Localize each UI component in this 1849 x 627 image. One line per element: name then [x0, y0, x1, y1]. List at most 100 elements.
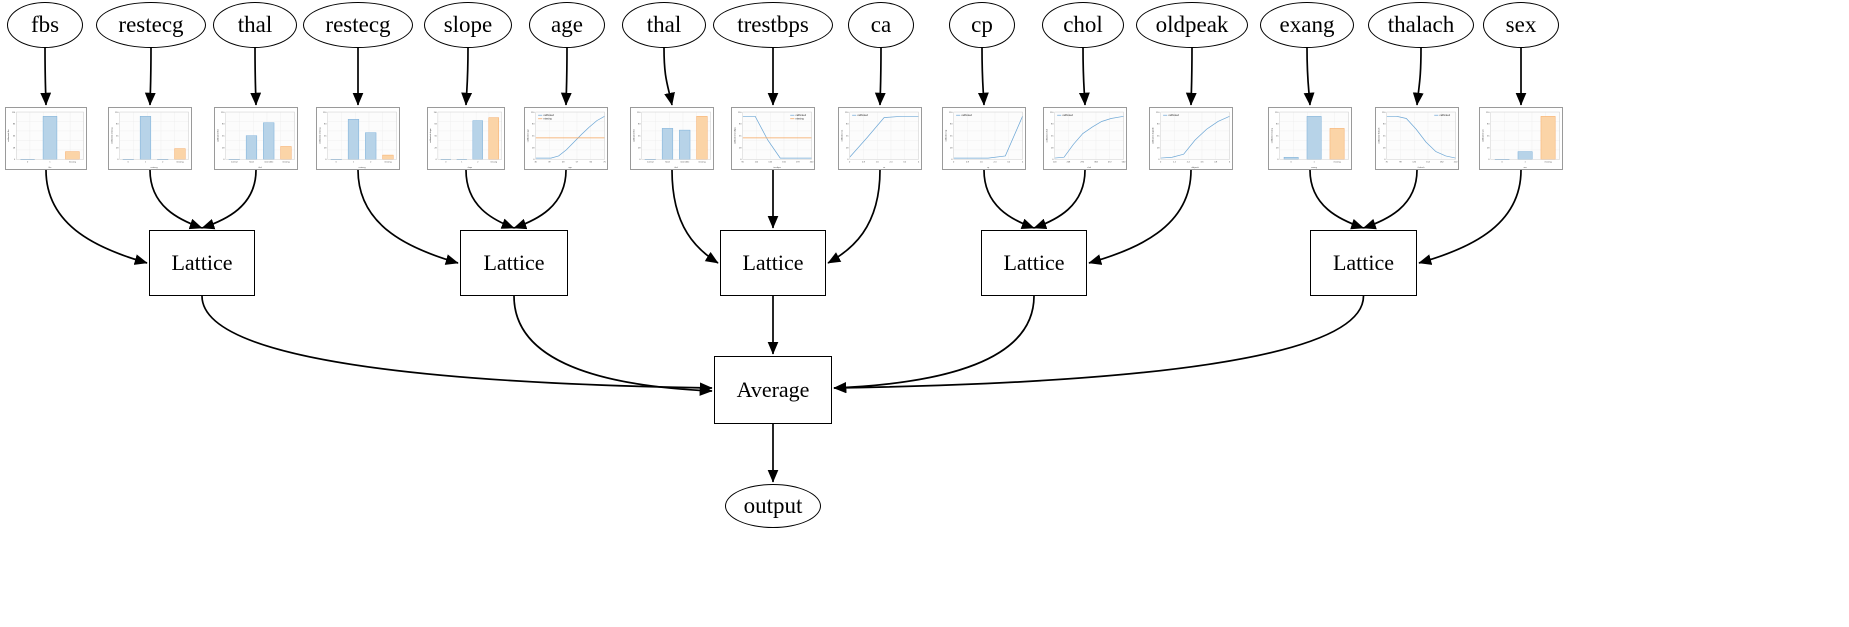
input-feature-node-chol-10[interactable]: chol	[1042, 2, 1124, 48]
node-label: thal	[237, 12, 273, 37]
y-axis-label: calibrated thal	[216, 129, 219, 142]
y-tick-label: 83	[638, 124, 641, 126]
x-tick-label: 39	[548, 162, 551, 164]
input-feature-node-fbs-0[interactable]: fbs	[7, 2, 83, 48]
legend-label-calibrated: calibrated	[857, 114, 868, 117]
y-tick-label: 0	[847, 159, 849, 161]
bar-2	[472, 120, 483, 160]
input-feature-node-thalach-13[interactable]: thalach	[1368, 2, 1474, 48]
y-axis-label: calibrated thal	[632, 129, 635, 142]
x-axis-label: chol	[1087, 167, 1091, 169]
bar-fixed	[245, 135, 258, 160]
bar-1	[42, 116, 58, 160]
x-tick-label: 0	[336, 162, 338, 164]
x-tick-label: 134	[768, 162, 772, 164]
y-tick-label: 83	[739, 124, 742, 126]
x-tick-label: missing	[490, 162, 497, 164]
x-tick-label: 1.2	[1173, 162, 1177, 164]
y-axis-label: calibrated thalach	[1377, 127, 1380, 144]
y-tick-label: 28	[1383, 147, 1386, 149]
edge-input-to-calibrator-13	[1412, 47, 1424, 106]
node-label: Lattice	[1003, 250, 1065, 275]
output-node-output[interactable]: output	[725, 484, 821, 528]
y-tick-label: 83	[222, 124, 225, 126]
node-label: restecg	[118, 12, 184, 37]
input-feature-node-thal-2[interactable]: thal	[213, 2, 297, 48]
node-label: oldpeak	[1155, 12, 1229, 37]
y-tick-label: 110	[1156, 112, 1160, 114]
x-tick-label: normal	[647, 161, 654, 164]
y-tick-label: 0	[533, 159, 535, 161]
edge-input-to-calibrator-4	[461, 47, 473, 106]
bar-2	[365, 132, 377, 160]
x-axis-label: exang	[1311, 167, 1318, 169]
input-feature-node-restecg-1[interactable]: restecg	[96, 2, 206, 48]
edge-calibrator-to-lattice-9	[983, 169, 1035, 229]
y-tick-label: 28	[532, 147, 535, 149]
y-tick-label: 83	[1276, 124, 1279, 126]
average-node[interactable]: Average	[714, 356, 832, 424]
node-label: trestbps	[737, 12, 809, 37]
node-label: cp	[971, 12, 993, 37]
y-axis-label: calibrated slope	[429, 128, 432, 143]
y-axis-label: calibrated restecg	[318, 127, 321, 144]
input-feature-node-thal-6[interactable]: thal	[622, 2, 706, 48]
x-tick-label: 4	[1022, 162, 1024, 164]
x-tick-label: 30	[534, 162, 537, 164]
y-axis-label: calibrated oldpeak	[1151, 126, 1154, 144]
edge-calibrator-to-lattice-1	[149, 169, 203, 230]
edge-input-to-calibrator-0	[40, 47, 52, 106]
input-feature-node-oldpeak-11[interactable]: oldpeak	[1136, 2, 1248, 48]
y-tick-label: 28	[1157, 147, 1160, 149]
y-tick-label: 83	[1157, 124, 1160, 126]
input-feature-node-exang-12[interactable]: exang	[1260, 2, 1354, 48]
series-line-calibrated	[953, 116, 1023, 159]
y-tick-label: 28	[846, 147, 849, 149]
edge-input-to-calibrator-5	[560, 47, 572, 106]
x-tick-label: 1	[49, 162, 51, 164]
lattice-node-4[interactable]: Lattice	[1310, 230, 1417, 296]
y-tick-label: 55	[1051, 136, 1054, 138]
lattice-node-2[interactable]: Lattice	[720, 230, 826, 296]
bar-1	[1306, 116, 1322, 160]
x-tick-label: fixed	[665, 162, 670, 164]
y-axis-label: calibrated ca	[840, 129, 843, 142]
x-tick-label: 182	[1440, 162, 1444, 164]
y-tick-label: 0	[639, 159, 641, 161]
lattice-node-1[interactable]: Lattice	[460, 230, 568, 296]
x-tick-label: 2	[370, 162, 372, 164]
x-axis-label: oldpeak	[1191, 167, 1199, 169]
input-feature-node-restecg-3[interactable]: restecg	[303, 2, 413, 48]
x-tick-label: 2	[477, 162, 479, 164]
lattice-node-0[interactable]: Lattice	[149, 230, 255, 296]
x-tick-label: missing	[282, 162, 290, 164]
input-feature-node-age-5[interactable]: age	[529, 2, 605, 48]
x-tick-label: 154	[1426, 162, 1430, 164]
x-axis-label: sex	[1523, 167, 1527, 169]
input-feature-node-cp-9[interactable]: cp	[949, 2, 1015, 48]
y-tick-label: 110	[115, 112, 119, 114]
input-feature-node-slope-4[interactable]: slope	[424, 2, 512, 48]
lattice-node-3[interactable]: Lattice	[981, 230, 1087, 296]
y-tick-label: 28	[739, 147, 742, 149]
edge-calibrator-to-lattice-12	[1309, 169, 1365, 230]
y-tick-label: 83	[435, 124, 438, 126]
x-axis-label: restecg	[359, 166, 367, 169]
y-tick-label: 55	[1276, 136, 1279, 138]
edge-input-to-calibrator-9	[977, 47, 989, 106]
x-tick-label: 472	[1108, 162, 1112, 164]
edge-lattice-to-average-4	[833, 295, 1365, 394]
input-feature-node-trestbps-7[interactable]: trestbps	[713, 2, 833, 48]
node-label: fbs	[30, 12, 60, 37]
input-feature-node-sex-14[interactable]: sex	[1483, 2, 1559, 48]
y-tick-label: 55	[1383, 136, 1386, 138]
bar-1	[139, 116, 152, 160]
input-feature-node-ca-8[interactable]: ca	[848, 2, 914, 48]
